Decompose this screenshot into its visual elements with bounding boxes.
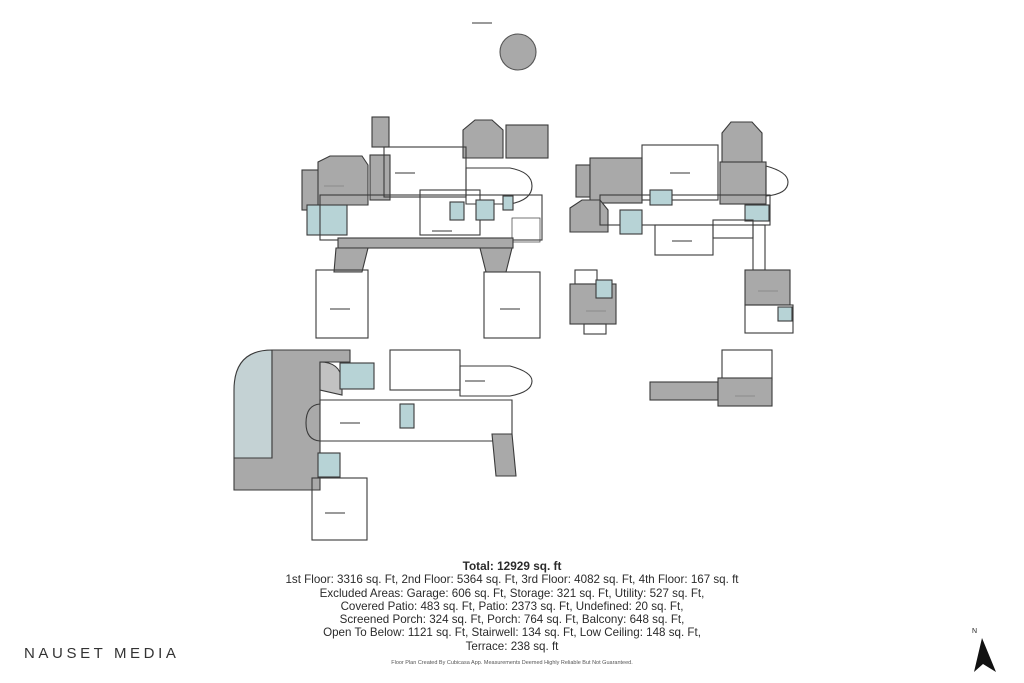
area-line-5: Open To Below: 1121 sq. Ft, Stairwell: 1… [323,626,701,640]
floor-plan-upper-right [569,121,794,334]
area-line-4: Screened Porch: 324 sq. Ft, Porch: 764 s… [339,613,685,627]
area-line-1: 1st Floor: 3316 sq. Ft, 2nd Floor: 5364 … [285,573,739,587]
total-area: Total: 12929 sq. ft [462,559,562,573]
north-arrow-icon [974,638,996,672]
north-label: N [972,628,978,635]
floor-plan-tower [569,269,617,335]
area-summary: Total: 12929 sq. ft 1st Floor: 3316 sq. … [262,559,762,653]
gazebo-circle [499,33,537,71]
area-line-6: Terrace: 238 sq. ft [465,639,559,653]
brand-logo-text: NAUSET MEDIA [24,645,180,662]
area-line-3: Covered Patio: 483 sq. Ft, Patio: 2373 s… [340,599,684,613]
floor-plan-upper-left [301,116,549,339]
disclaimer: Floor Plan Created By Cubicasa App. Meas… [391,660,633,666]
floor-plan-lower-left [233,349,533,541]
area-line-2: Excluded Areas: Garage: 606 sq. Ft, Stor… [319,586,705,600]
floor-plan-lower-right [649,349,773,407]
